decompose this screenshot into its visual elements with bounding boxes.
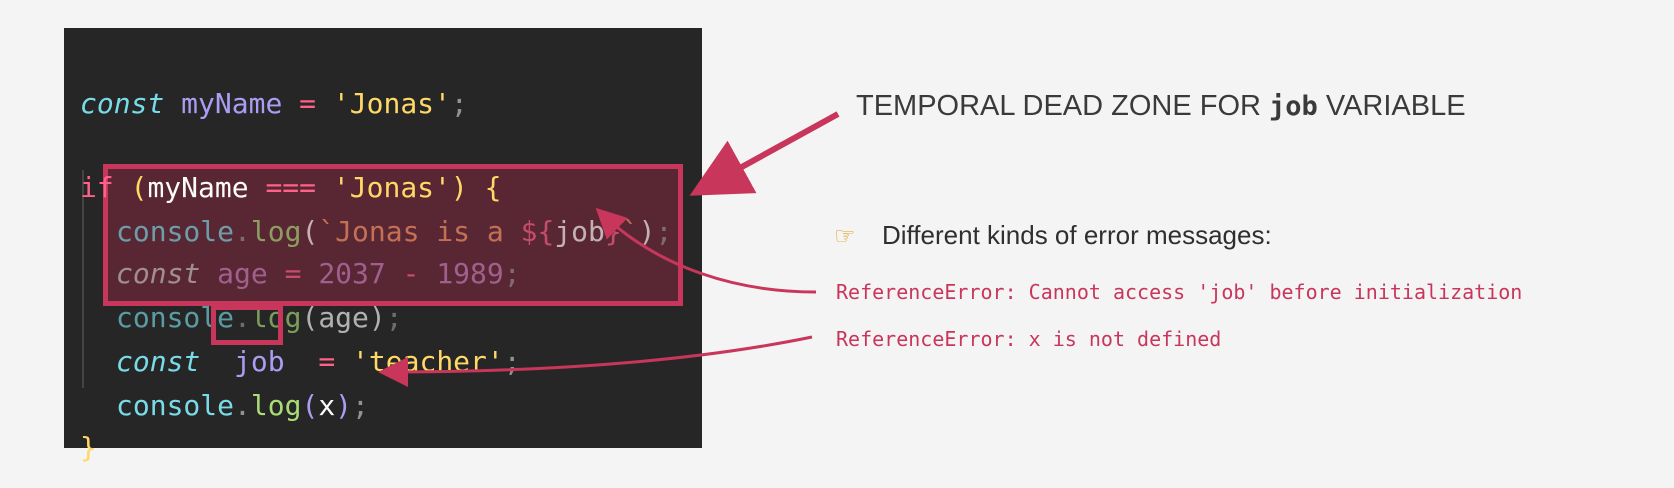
error-message-not-defined: ReferenceError: x is not defined — [836, 327, 1222, 351]
brace-close: } — [80, 431, 97, 464]
semicolon: ; — [352, 389, 369, 422]
paren-close: ) — [450, 171, 468, 204]
variable-job-declaration: job — [234, 345, 285, 378]
code-line-4: const age = 2037 - 1989; — [116, 214, 521, 294]
console-object: console — [116, 389, 235, 422]
brace-open: { — [484, 171, 502, 204]
interpolation-open: ${ — [520, 215, 555, 248]
keyword-const: const — [116, 257, 201, 290]
paren-close: ) — [368, 301, 386, 334]
operator-assign: = — [284, 257, 302, 290]
paren-open: ( — [301, 301, 319, 334]
operator-assign: = — [318, 345, 336, 378]
pointing-hand-icon: ☞ — [834, 223, 856, 250]
semicolon: ; — [655, 215, 673, 248]
dot: . — [234, 215, 251, 248]
error-messages-heading: Different kinds of error messages: — [882, 220, 1272, 250]
heading-suffix: VARIABLE — [1317, 90, 1466, 122]
arrow-to-tdz-box — [689, 111, 840, 196]
job-declaration-highlight — [211, 305, 283, 345]
number-2037: 2037 — [318, 257, 386, 290]
paren-open: ( — [301, 215, 319, 248]
console-object: console — [116, 215, 235, 248]
semicolon: ; — [450, 87, 468, 120]
string-literal: 'Jonas' — [332, 171, 451, 204]
variable-x-reference: x — [318, 389, 336, 422]
paren-close: ) — [638, 215, 656, 248]
tdz-heading: TEMPORAL DEAD ZONE FOR job VARIABLE — [856, 90, 1466, 123]
log-method: log — [250, 215, 302, 248]
code-line-1: const myName = 'Jonas'; — [80, 44, 468, 124]
dot: . — [234, 389, 251, 422]
variable-age-reference: age — [318, 301, 369, 334]
paren-close: ) — [335, 389, 353, 422]
temporal-dead-zone-highlight — [103, 164, 683, 306]
heading-code-job: job — [1269, 91, 1318, 122]
semicolon: ; — [503, 257, 521, 290]
code-line-2: if (myName === 'Jonas') { — [80, 128, 501, 208]
heading-prefix: TEMPORAL DEAD ZONE FOR — [856, 90, 1270, 122]
indent-guide — [82, 170, 84, 388]
error-message-cannot-access: ReferenceError: Cannot access 'job' befo… — [836, 280, 1523, 304]
variable-age: age — [217, 257, 268, 290]
operator-assign: = — [299, 87, 317, 120]
paren-open: ( — [130, 171, 148, 204]
semicolon: ; — [385, 301, 403, 334]
log-method: log — [250, 389, 302, 422]
paren-open: ( — [301, 389, 319, 422]
number-1989: 1989 — [436, 257, 504, 290]
keyword-if: if — [80, 171, 114, 204]
string-literal: 'Jonas' — [332, 87, 451, 120]
arrow-to-console-log-x — [378, 335, 813, 387]
operator-minus: - — [402, 257, 420, 290]
variable-myName: myName — [147, 171, 249, 204]
variable-myName: myName — [181, 87, 283, 120]
code-line-8: } — [80, 388, 97, 468]
keyword-const: const — [80, 87, 165, 120]
code-line-7: console.log(x); — [116, 346, 369, 426]
operator-strict-equal: === — [265, 171, 317, 204]
arrow-to-job-interpolation — [595, 207, 817, 294]
keyword-const: const — [116, 345, 201, 378]
template-literal-start: `Jonas is a — [318, 215, 521, 248]
